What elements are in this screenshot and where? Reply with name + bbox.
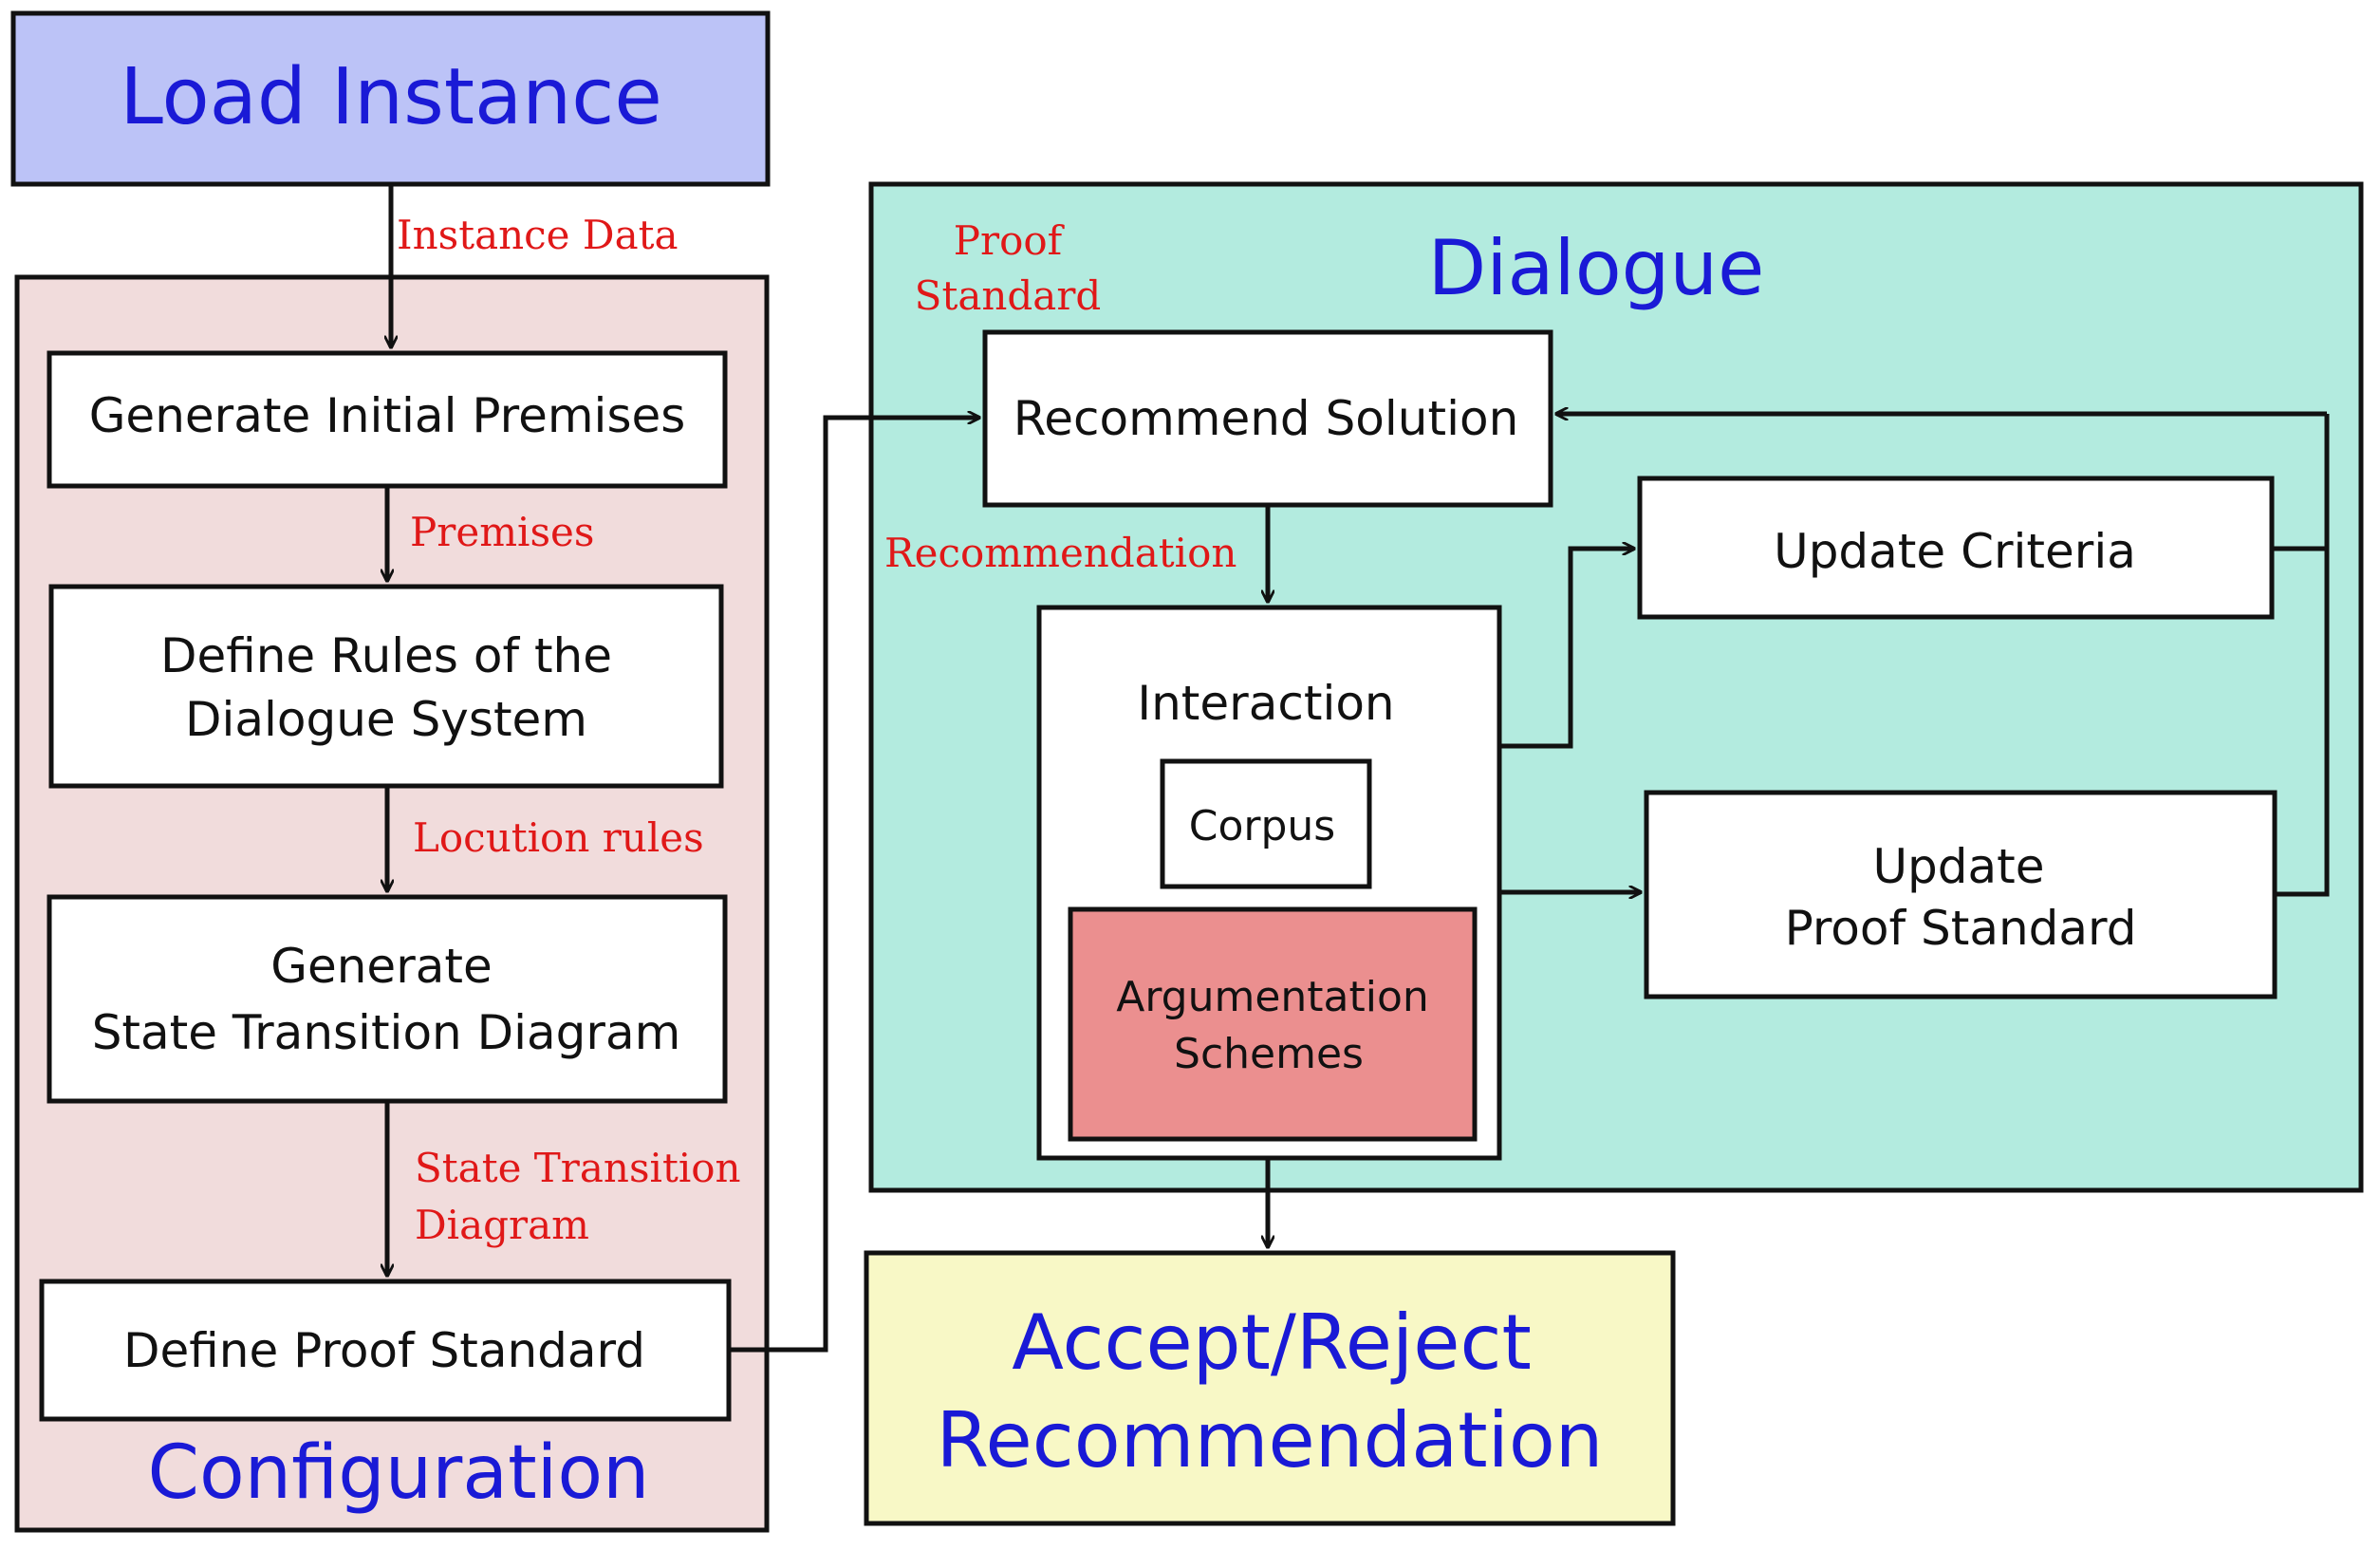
arrow-interaction-to-criteria bbox=[1499, 549, 1634, 749]
configuration-title: Configuration bbox=[148, 1430, 650, 1516]
recommend-solution-box bbox=[982, 329, 1553, 508]
line-proof-update-feedback bbox=[2275, 414, 2330, 897]
accept-reject-title-1: Accept/Reject bbox=[1012, 1298, 1532, 1387]
update-criteria-box bbox=[1637, 476, 2275, 620]
define-rules-label-1: Define Rules of the bbox=[160, 628, 612, 683]
corpus-label: Corpus bbox=[1189, 802, 1335, 850]
edge-label-instance-data: Instance Data bbox=[397, 212, 679, 258]
recommend-solution-label: Recommend Solution bbox=[1013, 391, 1519, 446]
load-instance-box bbox=[10, 10, 771, 187]
dialogue-title: Dialogue bbox=[1428, 224, 1765, 312]
generate-premises-box bbox=[46, 350, 728, 489]
update-proof-label-1: Update bbox=[1872, 839, 2044, 894]
define-rules-box bbox=[48, 584, 724, 789]
update-criteria-label: Update Criteria bbox=[1774, 524, 2136, 579]
interaction-label: Interaction bbox=[1137, 676, 1394, 731]
arrow-proof-to-recommend bbox=[729, 418, 979, 1353]
update-proof-label-2: Proof Standard bbox=[1785, 901, 2137, 956]
corpus-box bbox=[1160, 758, 1372, 889]
generate-premises-label: Generate Initial Premises bbox=[89, 388, 686, 443]
define-rules-label-2: Dialogue System bbox=[185, 692, 587, 747]
accept-reject-title-2: Recommendation bbox=[937, 1396, 1604, 1485]
generate-std-box bbox=[46, 894, 728, 1104]
generate-std-label-2: State Transition Diagram bbox=[92, 1005, 681, 1060]
argumentation-schemes-label-1: Argumentation bbox=[1116, 973, 1429, 1021]
accept-reject-box bbox=[864, 1250, 1676, 1526]
update-proof-box bbox=[1644, 790, 2278, 999]
edge-label-state-transition-1: State Transition bbox=[415, 1145, 741, 1191]
load-instance-title: Load Instance bbox=[120, 52, 662, 142]
generate-std-label-1: Generate bbox=[270, 939, 493, 994]
edge-label-proof-standard-2: Standard bbox=[915, 272, 1102, 319]
argumentation-schemes-label-2: Schemes bbox=[1174, 1030, 1364, 1078]
edge-label-recommendation: Recommendation bbox=[884, 530, 1236, 576]
edge-label-locution-rules: Locution rules bbox=[413, 814, 704, 861]
connectors bbox=[387, 184, 2330, 1353]
edge-label-state-transition-2: Diagram bbox=[415, 1202, 589, 1248]
argumentation-schemes-box bbox=[1068, 906, 1478, 1142]
edge-label-proof-standard-1: Proof bbox=[954, 217, 1066, 264]
define-proof-label: Define Proof Standard bbox=[123, 1323, 645, 1378]
edge-label-premises: Premises bbox=[410, 509, 594, 555]
